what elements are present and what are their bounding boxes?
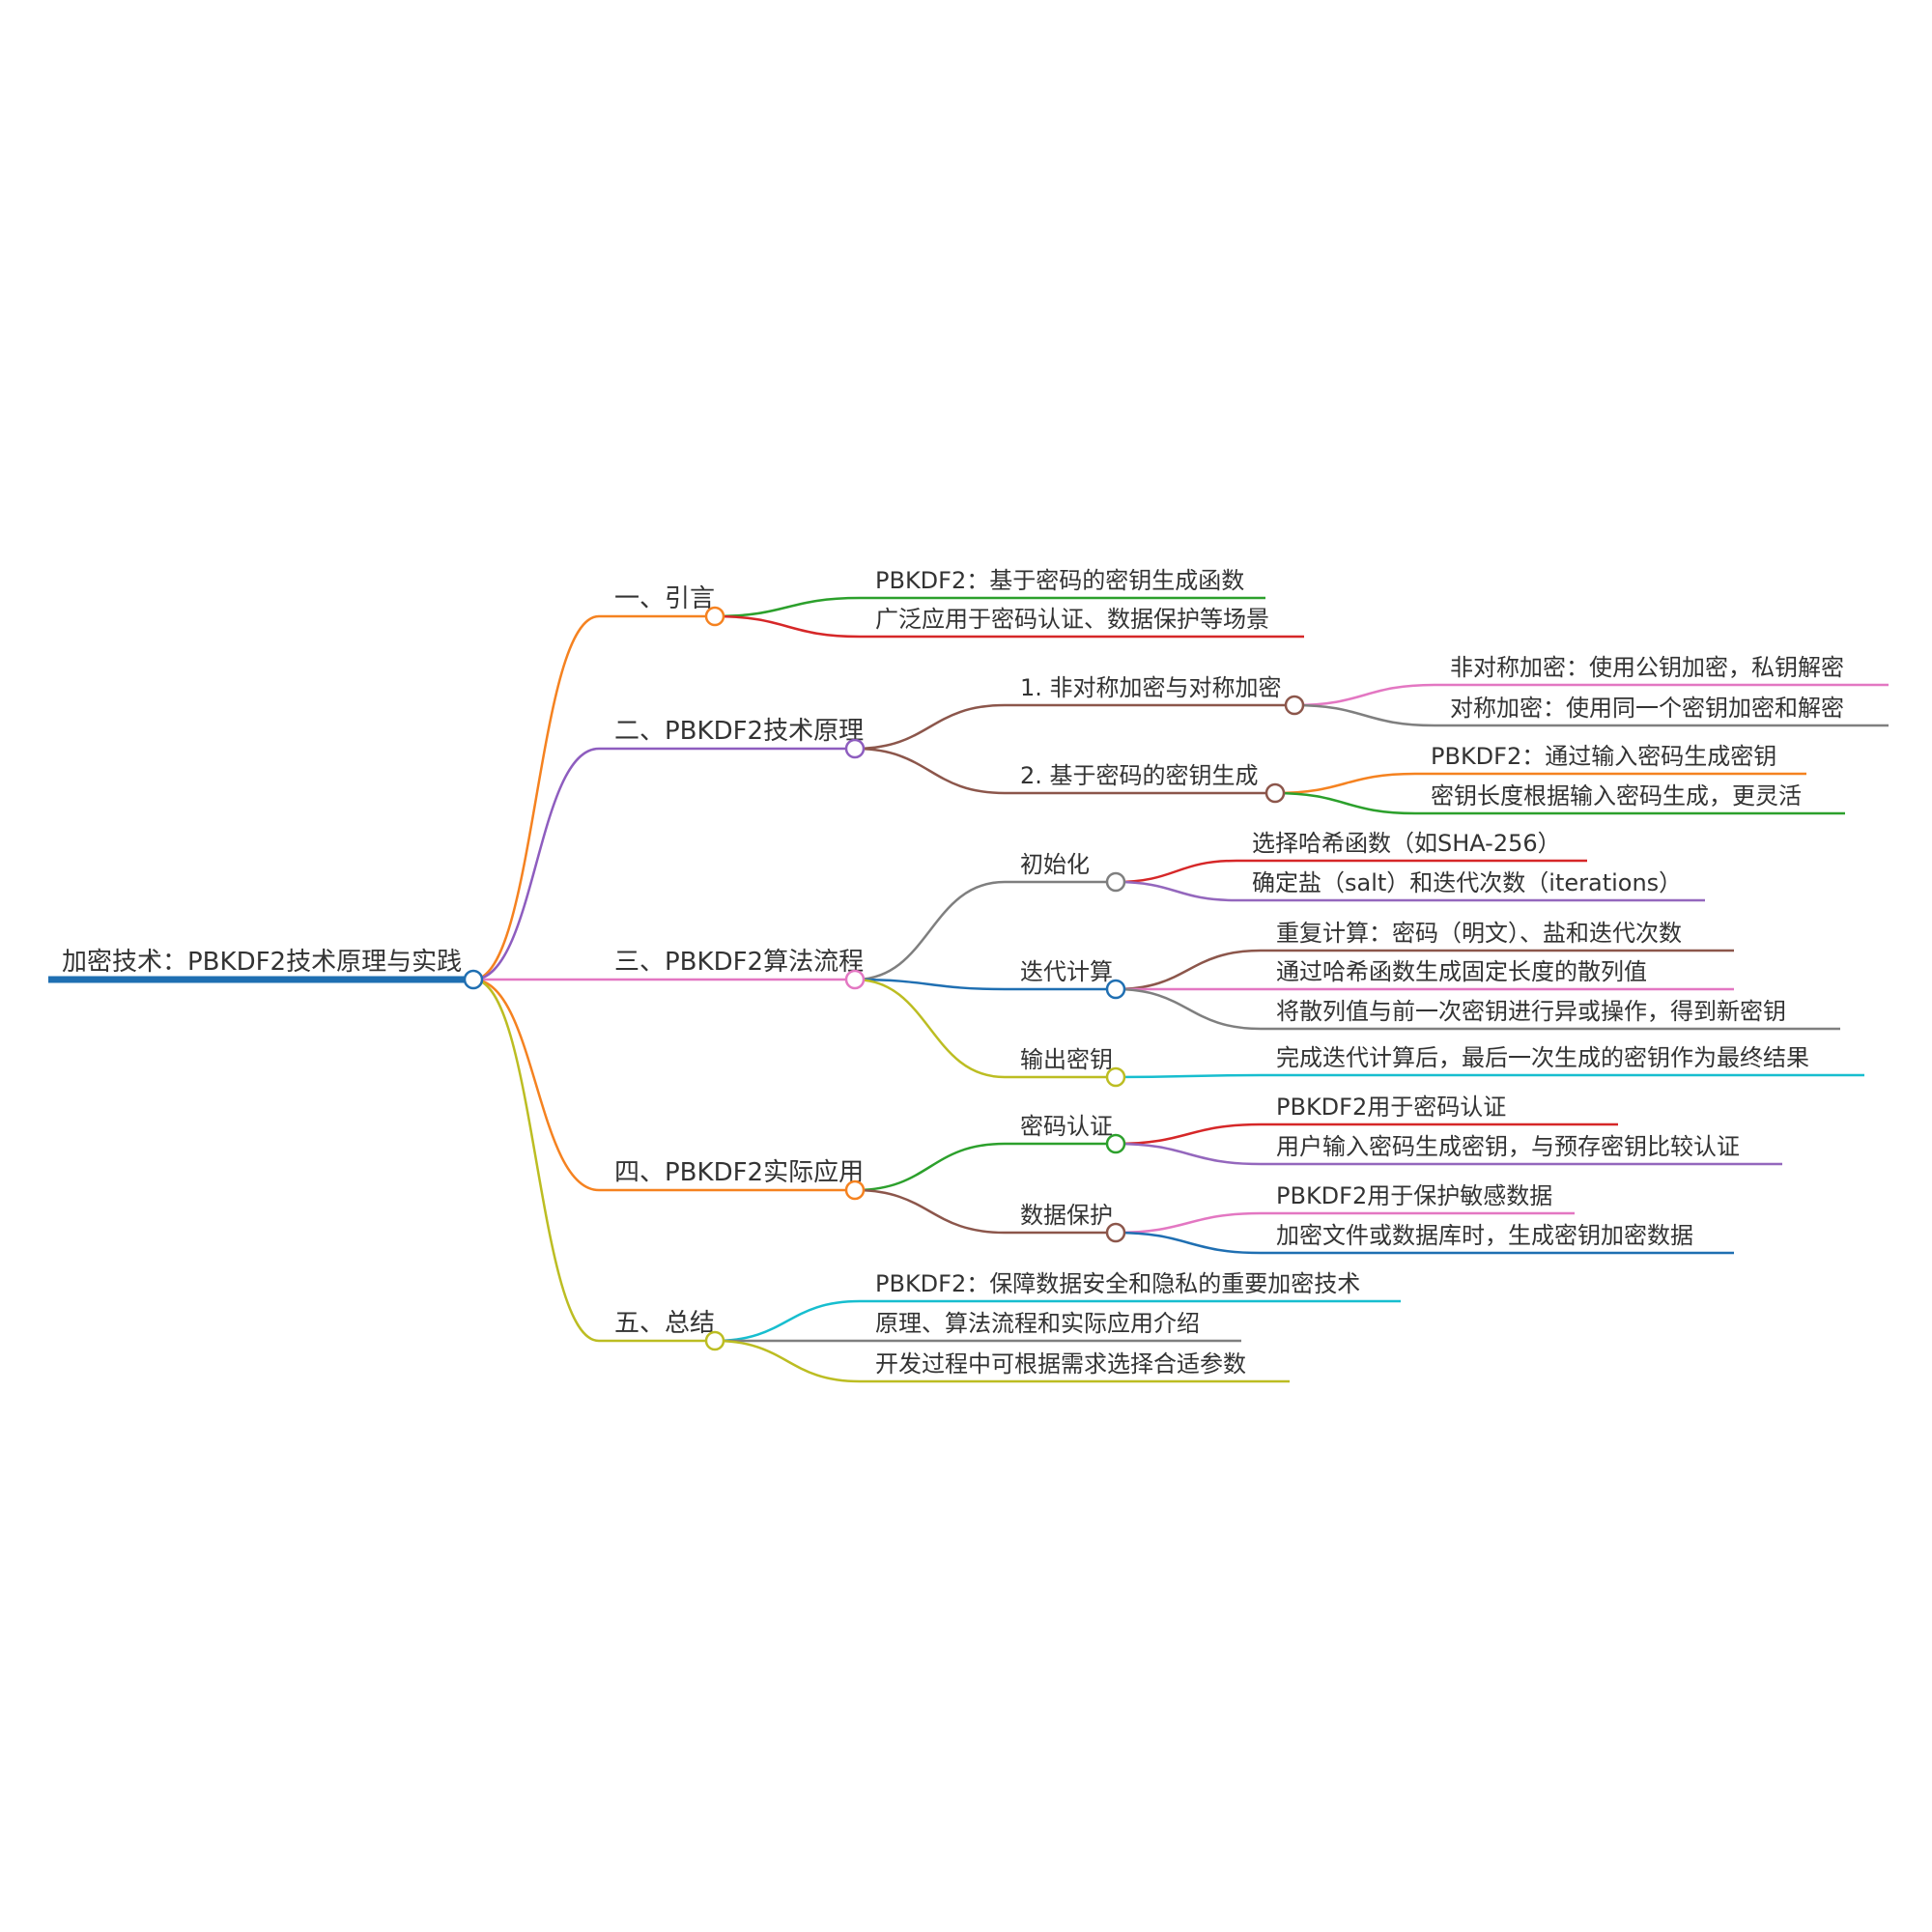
sub-connector xyxy=(1293,703,1889,727)
leaf-topic[interactable]: 对称加密：使用同一个密钥加密和解密 xyxy=(1450,695,1844,722)
leaf-topic[interactable]: 重复计算：密码（明文）、盐和迭代次数 xyxy=(1276,920,1682,947)
sub-connector xyxy=(714,596,1265,618)
sub-connector xyxy=(854,1188,1116,1235)
subtopic[interactable]: 数据保护 xyxy=(1020,1202,1113,1229)
leaf-topic[interactable]: PBKDF2用于密码认证 xyxy=(1276,1094,1506,1121)
leaf-topic[interactable]: PBKDF2：通过输入密码生成密钥 xyxy=(1431,743,1776,770)
subtopic[interactable]: 密码认证 xyxy=(1020,1113,1113,1140)
leaf-topic[interactable]: 加密文件或数据库时，生成密钥加密数据 xyxy=(1276,1222,1693,1249)
sub-connector xyxy=(1115,1211,1575,1235)
sub-connector xyxy=(1115,880,1705,902)
leaf-topic[interactable]: 原理、算法流程和实际应用介绍 xyxy=(875,1310,1200,1337)
subtopic-toggle-circle[interactable] xyxy=(1105,1222,1126,1243)
sub-connector xyxy=(1115,1122,1618,1146)
sub-connector xyxy=(714,1299,1401,1343)
branch-topic[interactable]: 五、总结 xyxy=(614,1309,715,1338)
branch-topic[interactable]: 二、PBKDF2技术原理 xyxy=(614,717,864,746)
sub-connector xyxy=(1115,987,1840,1031)
branch-toggle-circle[interactable] xyxy=(704,606,725,627)
root-topic[interactable]: 加密技术：PBKDF2技术原理与实践 xyxy=(62,948,462,977)
leaf-topic[interactable]: 确定盐（salt）和迭代次数（iterations） xyxy=(1252,869,1682,896)
branch-toggle-circle[interactable] xyxy=(844,969,866,990)
leaf-topic[interactable]: 选择哈希函数（如SHA-256） xyxy=(1252,830,1561,857)
sub-connector xyxy=(1274,791,1845,815)
branch-topic[interactable]: 四、PBKDF2实际应用 xyxy=(614,1158,864,1187)
connector-layer xyxy=(48,596,1889,1383)
branch-toggle-circle[interactable] xyxy=(844,738,866,759)
leaf-topic[interactable]: PBKDF2用于保护敏感数据 xyxy=(1276,1182,1552,1209)
leaf-topic[interactable]: 通过哈希函数生成固定长度的散列值 xyxy=(1276,958,1647,985)
sub-connector xyxy=(854,978,1116,1079)
subtopic[interactable]: 2. 基于密码的密钥生成 xyxy=(1020,762,1259,789)
sub-connector xyxy=(714,614,1304,639)
sub-connector xyxy=(1115,1142,1782,1166)
sub-connector xyxy=(1115,859,1587,884)
subtopic-toggle-circle[interactable] xyxy=(1105,871,1126,893)
sub-connector xyxy=(1115,1073,1864,1079)
leaf-topic[interactable]: 将散列值与前一次密钥进行异或操作，得到新密钥 xyxy=(1276,998,1786,1025)
subtopic[interactable]: 初始化 xyxy=(1020,851,1090,878)
leaf-topic[interactable]: 完成迭代计算后，最后一次生成的密钥作为最终结果 xyxy=(1276,1044,1809,1071)
sub-connector xyxy=(1274,772,1806,795)
sub-connector xyxy=(854,1142,1116,1192)
subtopic-toggle-circle[interactable] xyxy=(1284,695,1305,716)
subtopic-toggle-circle[interactable] xyxy=(1264,782,1286,804)
sub-connector xyxy=(854,880,1116,981)
leaf-topic[interactable]: PBKDF2：基于密码的密钥生成函数 xyxy=(875,567,1244,594)
sub-connector xyxy=(1293,683,1889,707)
leaf-topic[interactable]: PBKDF2：保障数据安全和隐私的重要加密技术 xyxy=(875,1270,1360,1297)
branch-connector xyxy=(472,614,715,981)
leaf-topic[interactable]: 非对称加密：使用公钥加密，私钥解密 xyxy=(1450,654,1844,681)
leaf-topic[interactable]: 开发过程中可根据需求选择合适参数 xyxy=(875,1350,1246,1378)
sub-connector xyxy=(854,747,1275,795)
sub-connector xyxy=(854,978,1116,991)
branch-connector xyxy=(472,978,855,1192)
subtopic-toggle-circle[interactable] xyxy=(1105,1133,1126,1154)
branch-topic[interactable]: 一、引言 xyxy=(614,584,715,613)
branch-connector xyxy=(472,978,715,1343)
branch-toggle-circle[interactable] xyxy=(704,1330,725,1351)
subtopic-toggle-circle[interactable] xyxy=(1105,1066,1126,1088)
subtopic[interactable]: 1. 非对称加密与对称加密 xyxy=(1020,674,1282,701)
leaf-topic[interactable]: 用户输入密码生成密钥，与预存密钥比较认证 xyxy=(1276,1133,1740,1160)
branch-topic[interactable]: 三、PBKDF2算法流程 xyxy=(614,948,864,977)
sub-connector xyxy=(1115,949,1734,991)
root-toggle-circle[interactable] xyxy=(463,969,484,990)
node-layer: 加密技术：PBKDF2技术原理与实践 一、引言 PBKDF2：基于密码的密钥生成函数… xyxy=(62,567,1844,1378)
leaf-topic[interactable]: 广泛应用于密码认证、数据保护等场景 xyxy=(875,606,1269,633)
sub-connector xyxy=(854,703,1294,751)
branch-connector xyxy=(472,747,855,981)
sub-connector xyxy=(714,1339,1290,1383)
subtopic-toggle-circle[interactable] xyxy=(1105,979,1126,1000)
subtopic[interactable]: 迭代计算 xyxy=(1020,958,1113,985)
subtopic[interactable]: 输出密钥 xyxy=(1020,1046,1113,1073)
branch-toggle-circle[interactable] xyxy=(844,1179,866,1201)
sub-connector xyxy=(1115,1231,1734,1255)
leaf-topic[interactable]: 密钥长度根据输入密码生成，更灵活 xyxy=(1431,782,1802,810)
